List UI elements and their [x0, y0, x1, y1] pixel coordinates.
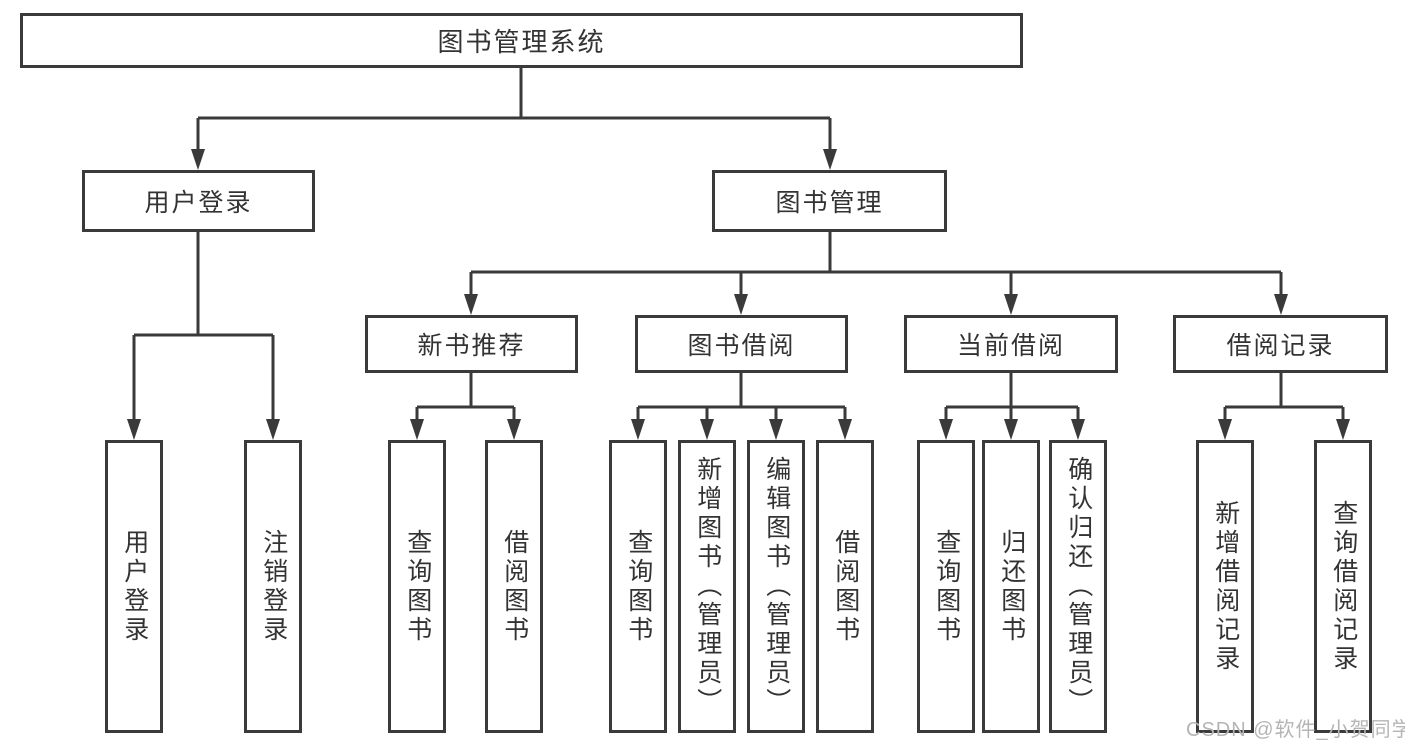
node-leaf-query-books: 查询图书	[609, 440, 667, 733]
node-new-book-recommend: 新书推荐	[365, 315, 578, 373]
node-leaf-borrow-books: 借阅图书	[816, 440, 874, 733]
node-leaf-return-books: 归还图书	[982, 440, 1040, 733]
node-label: 用户登录	[144, 189, 253, 217]
node-label: 借阅记录	[1226, 332, 1335, 360]
node-leaf-add-borrow-record: 新增借阅记录	[1196, 440, 1254, 733]
node-borrowing-records: 借阅记录	[1173, 315, 1388, 373]
node-library-management-system: 图书管理系统	[20, 13, 1023, 68]
node-label: 用户登录	[120, 528, 149, 645]
node-label: 借阅图书	[831, 528, 860, 645]
node-leaf-edit-books-admin: 编辑图书（管理员）	[747, 440, 805, 733]
node-leaf-logout: 注销登录	[244, 440, 302, 733]
node-leaf-query-books: 查询图书	[388, 440, 446, 733]
node-label: 编辑图书（管理员）	[762, 456, 791, 717]
node-label: 新增借阅记录	[1211, 499, 1240, 674]
node-label: 图书管理系统	[437, 27, 606, 57]
node-label: 注销登录	[259, 528, 288, 645]
node-leaf-add-books-admin: 新增图书（管理员）	[678, 440, 736, 733]
node-leaf-user-login: 用户登录	[105, 440, 163, 733]
node-current-borrowing: 当前借阅	[904, 315, 1118, 373]
node-user-login: 用户登录	[82, 170, 315, 232]
node-leaf-query-books: 查询图书	[917, 440, 975, 733]
node-leaf-query-borrow-record: 查询借阅记录	[1314, 440, 1372, 733]
node-book-management: 图书管理	[712, 170, 947, 232]
csdn-watermark: CSDN @软件_小贺同学	[1186, 719, 1405, 741]
node-label: 查询图书	[932, 528, 961, 645]
node-leaf-confirm-return-admin: 确认归还（管理员）	[1049, 440, 1107, 733]
node-label: 当前借阅	[956, 332, 1065, 360]
node-label: 查询图书	[624, 528, 653, 645]
node-label: 查询借阅记录	[1329, 499, 1358, 674]
node-label: 归还图书	[997, 528, 1026, 645]
node-label: 查询图书	[403, 528, 432, 645]
node-label: 图书管理	[775, 189, 884, 217]
node-label: 新书推荐	[417, 332, 526, 360]
node-label: 图书借阅	[687, 332, 796, 360]
node-label: 新增图书（管理员）	[693, 456, 722, 717]
node-label: 借阅图书	[500, 528, 529, 645]
node-book-borrowing: 图书借阅	[635, 315, 848, 373]
node-leaf-borrow-books: 借阅图书	[485, 440, 543, 733]
node-label: 确认归还（管理员）	[1064, 456, 1093, 717]
arrowheads	[127, 149, 1350, 440]
